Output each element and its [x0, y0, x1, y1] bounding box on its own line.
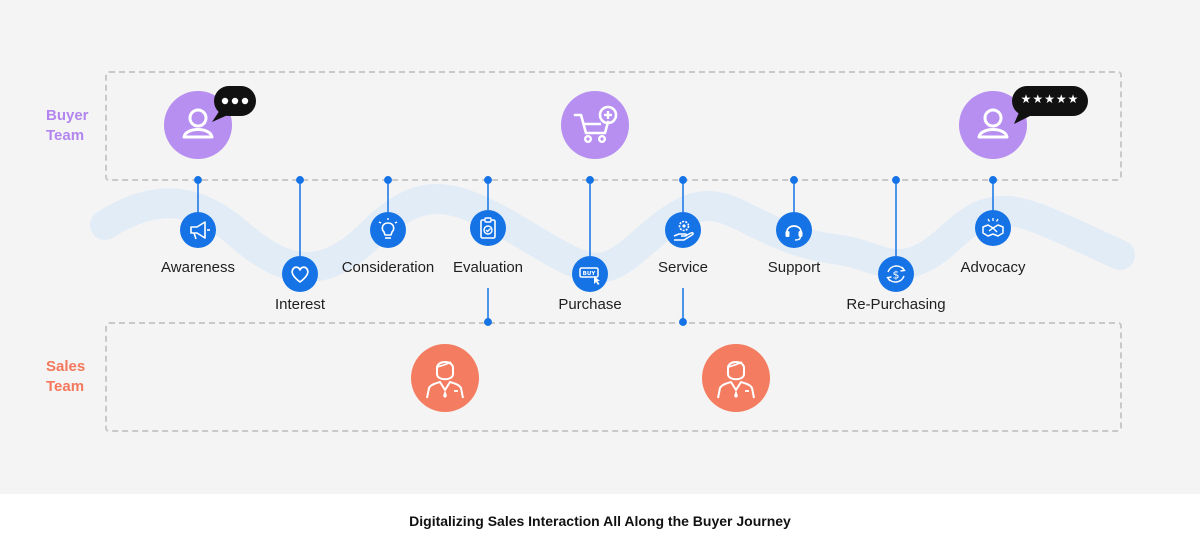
add-to-cart-icon	[573, 105, 618, 144]
svg-text:$: $	[893, 269, 900, 282]
chat-dots-bubble-icon	[212, 86, 256, 122]
dollar-cycle-icon: $	[886, 265, 906, 283]
buyer-team-lane	[105, 71, 1122, 181]
stage-label-awareness: Awareness	[161, 259, 235, 276]
svg-text:BUY: BUY	[583, 271, 597, 277]
lightbulb-icon	[378, 218, 398, 239]
salesperson-icon	[426, 361, 464, 399]
clipboard-check-icon	[480, 217, 496, 239]
stage-label-advocacy: Advocacy	[960, 259, 1026, 276]
stage-support-icon-circle	[776, 212, 812, 248]
headset-icon	[785, 225, 803, 241]
stage-interest-icon-circle	[282, 256, 318, 292]
salesperson-icon	[717, 361, 755, 399]
sales-rep-right	[702, 344, 770, 412]
user-icon	[182, 108, 214, 139]
stage-label-consideration: Consideration	[341, 259, 435, 276]
stage-advocacy-icon-circle	[975, 210, 1011, 246]
stage-service-icon-circle	[665, 212, 701, 248]
stage-awareness-icon-circle	[180, 212, 216, 248]
sales-rep-left	[411, 344, 479, 412]
stage-purchase-icon-circle: BUY	[572, 256, 608, 292]
heart-icon	[291, 266, 309, 283]
rating-bubble: ★★★★★	[1010, 84, 1090, 124]
buyer-cart	[561, 91, 629, 159]
sales-team-lane	[105, 322, 1122, 432]
stage-repurchasing-icon-circle: $	[878, 256, 914, 292]
speech-bubble-icon	[1012, 86, 1088, 124]
connector-lines	[194, 176, 997, 326]
stage-label-evaluation: Evaluation	[452, 259, 524, 276]
buy-button-icon: BUY	[579, 267, 600, 285]
stage-label-service: Service	[657, 259, 709, 276]
five-star-rating: ★★★★★	[1020, 92, 1080, 106]
diagram-caption: Digitalizing Sales Interaction All Along…	[409, 513, 791, 529]
stage-consideration-icon-circle	[370, 212, 406, 248]
stage-label-interest: Interest	[274, 296, 326, 313]
stage-label-purchase: Purchase	[558, 296, 622, 313]
user-icon	[977, 108, 1009, 139]
stage-evaluation-icon-circle	[470, 210, 506, 246]
stage-label-support: Support	[767, 259, 821, 276]
stage-label-repurchasing: Re-Purchasing	[846, 296, 946, 313]
hand-gear-icon	[673, 220, 694, 241]
megaphone-icon	[190, 221, 210, 240]
journey-wave	[90, 184, 1135, 283]
handshake-icon	[982, 218, 1004, 237]
